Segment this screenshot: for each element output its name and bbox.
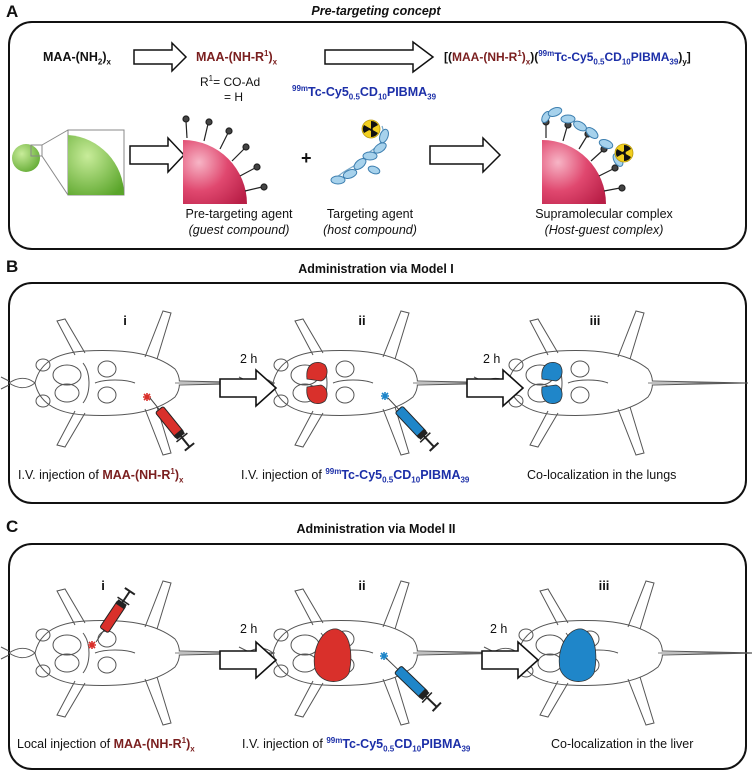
panel-b-letter: B	[6, 257, 19, 276]
time-interval-1: 2 h	[240, 352, 258, 366]
right-arrow-icon	[129, 136, 186, 174]
time-interval-2: 2 h	[483, 352, 501, 366]
host-guest-complex-label: (Host-guest complex)	[544, 223, 664, 237]
maa-nhr-label: MAA-(NH-R1)x	[196, 48, 278, 67]
step-ii-label: ii	[358, 313, 366, 328]
tc-host-label: 99mTc-Cy50.5CD10PIBMA39	[292, 83, 437, 102]
panel-c-box	[8, 543, 747, 770]
panel-b-title: Administration via Model I	[298, 262, 454, 276]
right-arrow-icon	[429, 136, 502, 174]
microparticle-zoom-illustration	[12, 129, 125, 196]
targeting-agent-label: Targeting agent	[326, 207, 414, 221]
complex-formula: [(MAA-(NH-R1)x)(99mTc-Cy50.5CD10PIBMA39)…	[444, 49, 691, 67]
time-interval-1: 2 h	[240, 622, 258, 636]
step-ii-label: ii	[358, 578, 366, 593]
right-arrow-icon	[133, 41, 188, 73]
host-compound-label: (host compound)	[323, 223, 417, 237]
step-iii-label: iii	[589, 313, 601, 328]
panel-c-caption-2: I.V. injection of 99mTc-Cy50.5CD10PIBMA3…	[242, 735, 471, 754]
right-arrow-icon	[466, 368, 525, 408]
right-arrow-icon	[219, 640, 278, 680]
panel-b-caption-3: Co-localization in the lungs	[527, 468, 677, 482]
right-arrow-icon	[219, 368, 278, 408]
guest-compound-label: (guest compound)	[188, 223, 290, 237]
maa-nh2-label: MAA-(NH2)x	[43, 50, 111, 67]
syringe-blue-icon	[385, 657, 442, 712]
mouse-schematic	[238, 580, 514, 726]
lungs-organ	[541, 362, 563, 404]
injection-site-marker	[88, 641, 96, 649]
panel-a-letter: A	[6, 2, 19, 21]
syringe-blue-icon	[387, 397, 440, 452]
radioactive-icon	[614, 143, 634, 163]
step-iii-label: iii	[598, 578, 610, 593]
liver-organ	[313, 628, 352, 682]
injection-site-marker	[381, 392, 389, 400]
panel-a-title: Pre-targeting concept	[311, 4, 441, 18]
syringe-red-icon	[149, 397, 195, 452]
supramolecular-complex-illustration	[541, 107, 626, 204]
panel-c-caption-1: Local injection of MAA-(NH-R1)x	[17, 735, 195, 754]
panel-a-box	[8, 21, 747, 250]
syringe-red-icon	[95, 587, 136, 643]
injection-site-marker	[143, 393, 151, 401]
targeting-agent-illustration	[330, 125, 389, 185]
panel-b-caption-1: I.V. injection of MAA-(NH-R1)x	[18, 466, 184, 485]
panel-c-title: Administration via Model II	[296, 522, 456, 536]
right-arrow-icon	[481, 640, 540, 680]
panel-b-caption-2: I.V. injection of 99mTc-Cy50.5CD10PIBMA3…	[241, 466, 470, 485]
step-i-label: i	[101, 578, 105, 593]
panel-b-box	[8, 282, 747, 504]
plus-sign: +	[301, 148, 312, 168]
radioactive-icon	[361, 119, 381, 139]
panel-c-caption-3: Co-localization in the liver	[551, 737, 694, 751]
pretargeting-agent-label: Pre-targeting agent	[185, 207, 293, 221]
right-arrow-icon	[324, 40, 435, 74]
lungs-organ	[306, 362, 328, 404]
r1-definition-line2: = H	[224, 90, 244, 104]
step-i-label: i	[123, 313, 127, 328]
panel-c-letter: C	[6, 517, 19, 536]
r1-definition-line1: R1= CO-Ad	[200, 74, 261, 90]
pretargeting-agent-illustration	[182, 115, 268, 204]
supramolecular-complex-label: Supramolecular complex	[535, 207, 673, 221]
injection-site-marker	[380, 652, 388, 660]
liver-organ	[558, 628, 597, 682]
time-interval-2: 2 h	[490, 622, 508, 636]
